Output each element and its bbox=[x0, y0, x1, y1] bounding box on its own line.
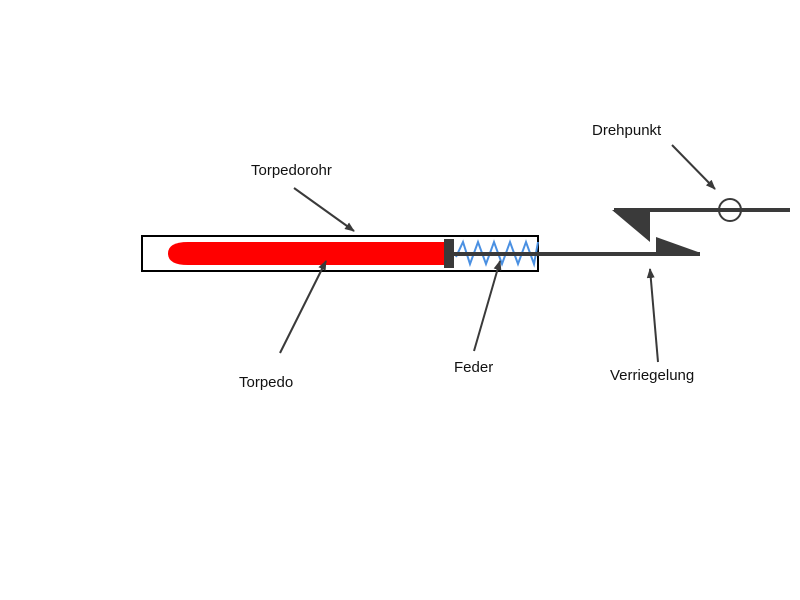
pivot-circle bbox=[718, 198, 742, 222]
label-verriegelung: Verriegelung bbox=[610, 367, 694, 384]
arrow-feder bbox=[473, 260, 502, 352]
latch-catch bbox=[656, 237, 698, 252]
label-torpedo: Torpedo bbox=[239, 374, 293, 391]
label-drehpunkt: Drehpunkt bbox=[592, 122, 662, 139]
piston-plate bbox=[444, 239, 454, 268]
arrow-verriegelung bbox=[646, 268, 659, 363]
label-feder: Feder bbox=[454, 359, 493, 376]
arrow-torpedo bbox=[279, 260, 327, 354]
arrow-torpedorohr bbox=[293, 187, 355, 232]
torpedo-body bbox=[168, 242, 446, 265]
label-torpedorohr: Torpedorohr bbox=[251, 162, 332, 179]
arrow-drehpunkt bbox=[671, 144, 716, 190]
lever-hook bbox=[612, 210, 650, 242]
